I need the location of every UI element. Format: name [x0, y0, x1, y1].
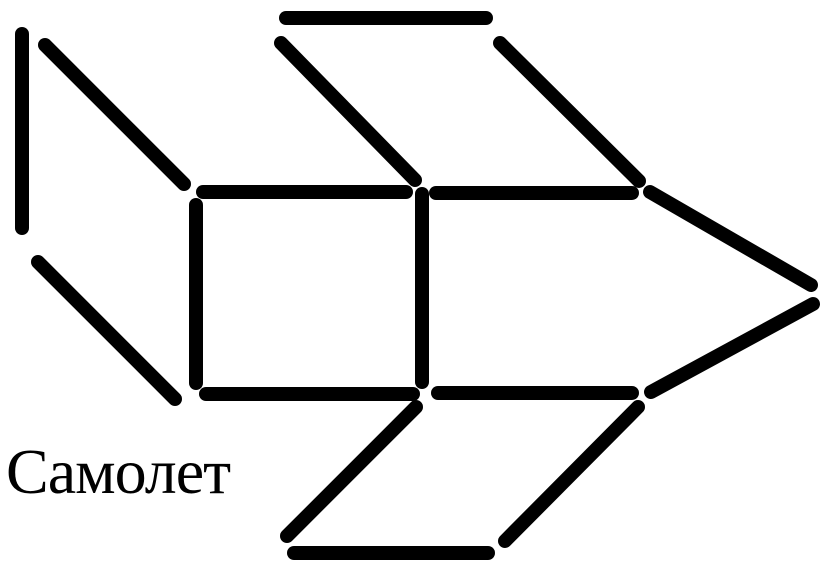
matchstick-upper-wing-right — [500, 43, 639, 181]
matchstick-nose-lower — [651, 304, 813, 392]
figure-caption: Самолет — [6, 440, 230, 504]
matchstick-lower-wing-right — [505, 407, 638, 541]
matchstick-lower-wing-left — [287, 407, 416, 536]
matchstick-nose-upper — [650, 192, 811, 285]
matchstick-tail-lower-diagonal — [38, 262, 175, 399]
matchstick-upper-wing-left — [281, 43, 415, 180]
matchstick-tail-upper-diagonal — [45, 45, 184, 184]
